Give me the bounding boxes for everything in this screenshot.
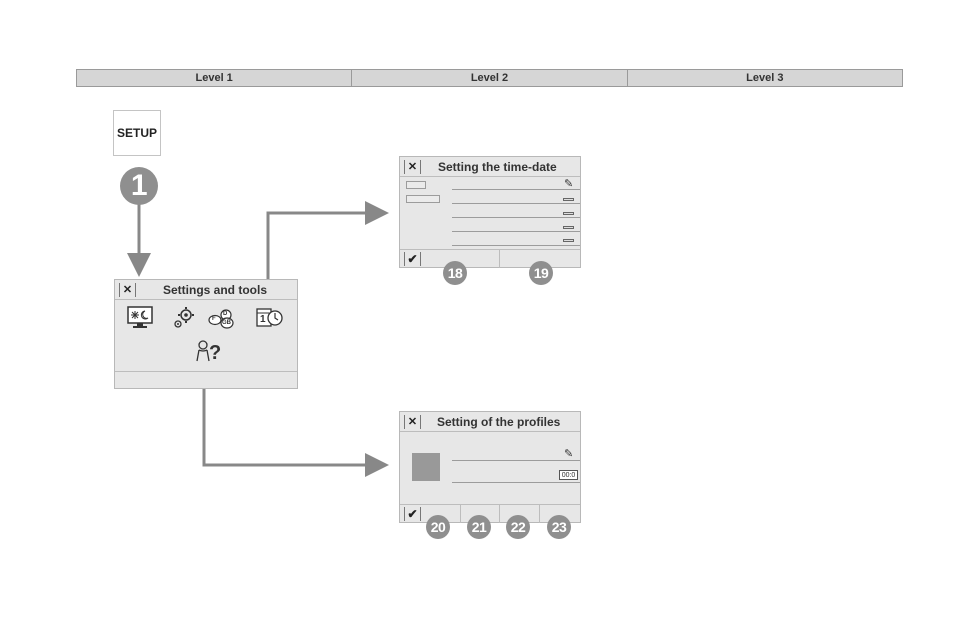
- confirm-check-icon[interactable]: ✔: [404, 252, 421, 266]
- step-badge-1: 1: [120, 167, 158, 205]
- close-icon[interactable]: ✕: [404, 160, 421, 174]
- level-header-bar: Level 1 Level 2 Level 3: [76, 69, 903, 87]
- time-date-title-bar: ✕ Setting the time-date: [400, 157, 580, 177]
- setup-button[interactable]: SETUP: [113, 110, 161, 156]
- gears-icon[interactable]: [172, 306, 196, 330]
- calendar-clock-icon[interactable]: 1: [256, 307, 284, 331]
- close-icon[interactable]: ✕: [119, 283, 136, 297]
- profiles-footer-separator-1: [460, 505, 461, 523]
- language-flags-icon[interactable]: F D GB: [208, 307, 236, 331]
- profiles-row-1: [452, 460, 580, 461]
- time-date-value-3[interactable]: [563, 212, 574, 215]
- time-date-row-5: [452, 245, 580, 246]
- lang-letter-gb: GB: [222, 320, 231, 326]
- step-badge-19: 19: [529, 261, 553, 285]
- close-icon[interactable]: ✕: [404, 415, 421, 429]
- step-badge-23: 23: [547, 515, 571, 539]
- time-date-row-3: [452, 217, 580, 218]
- help-person-icon[interactable]: [195, 339, 211, 363]
- lang-letter-d: D: [223, 311, 228, 317]
- profile-avatar[interactable]: [412, 453, 440, 481]
- time-date-footer-divider: [400, 249, 580, 250]
- time-date-panel: ✕ Setting the time-date ✎ ✔: [399, 156, 581, 268]
- level-2-header: Level 2: [352, 70, 628, 86]
- time-date-value-4[interactable]: [563, 226, 574, 229]
- level-1-header: Level 1: [77, 70, 353, 86]
- time-date-tab-small[interactable]: [406, 181, 426, 189]
- time-date-row-1: [452, 189, 580, 190]
- time-date-footer-separator: [499, 250, 500, 268]
- edit-pencil-icon[interactable]: ✎: [564, 448, 574, 460]
- profiles-title: Setting of the profiles: [437, 415, 561, 429]
- profile-counter[interactable]: 00:0: [559, 470, 578, 480]
- help-question-mark[interactable]: ?: [209, 342, 222, 364]
- time-date-tab-wide[interactable]: [406, 195, 440, 203]
- step-badge-18: 18: [443, 261, 467, 285]
- step-badge-22: 22: [506, 515, 530, 539]
- step-badge-21: 21: [467, 515, 491, 539]
- settings-panel-footer-divider: [115, 371, 297, 372]
- time-date-title: Setting the time-date: [438, 160, 557, 174]
- level-3-header: Level 3: [746, 72, 784, 84]
- settings-panel-title: Settings and tools: [163, 283, 268, 297]
- time-date-row-2: [452, 203, 580, 204]
- arrow-help-to-profiles: [202, 364, 389, 477]
- profiles-panel: ✕ Setting of the profiles ✎ 00:0 ✔: [399, 411, 581, 523]
- arrow-calendar-to-time-date: [266, 201, 389, 300]
- profiles-footer-divider: [400, 504, 580, 505]
- profiles-footer-separator-2: [499, 505, 500, 523]
- settings-panel-title-bar: ✕ Settings and tools: [115, 280, 297, 300]
- lang-letter-f: F: [212, 316, 216, 322]
- confirm-check-icon[interactable]: ✔: [404, 507, 421, 521]
- time-date-value-2[interactable]: [563, 198, 574, 201]
- time-date-row-4: [452, 231, 580, 232]
- time-date-value-5[interactable]: [563, 239, 574, 242]
- profiles-title-bar: ✕ Setting of the profiles: [400, 412, 580, 432]
- settings-and-tools-panel: ✕ Settings and tools F D GB: [114, 279, 298, 389]
- edit-pencil-icon[interactable]: ✎: [564, 178, 574, 190]
- step-badge-20: 20: [426, 515, 450, 539]
- calendar-digit: 1: [260, 314, 266, 325]
- profiles-footer-separator-3: [539, 505, 540, 523]
- display-brightness-icon[interactable]: [127, 306, 153, 330]
- profiles-row-2: [452, 482, 580, 483]
